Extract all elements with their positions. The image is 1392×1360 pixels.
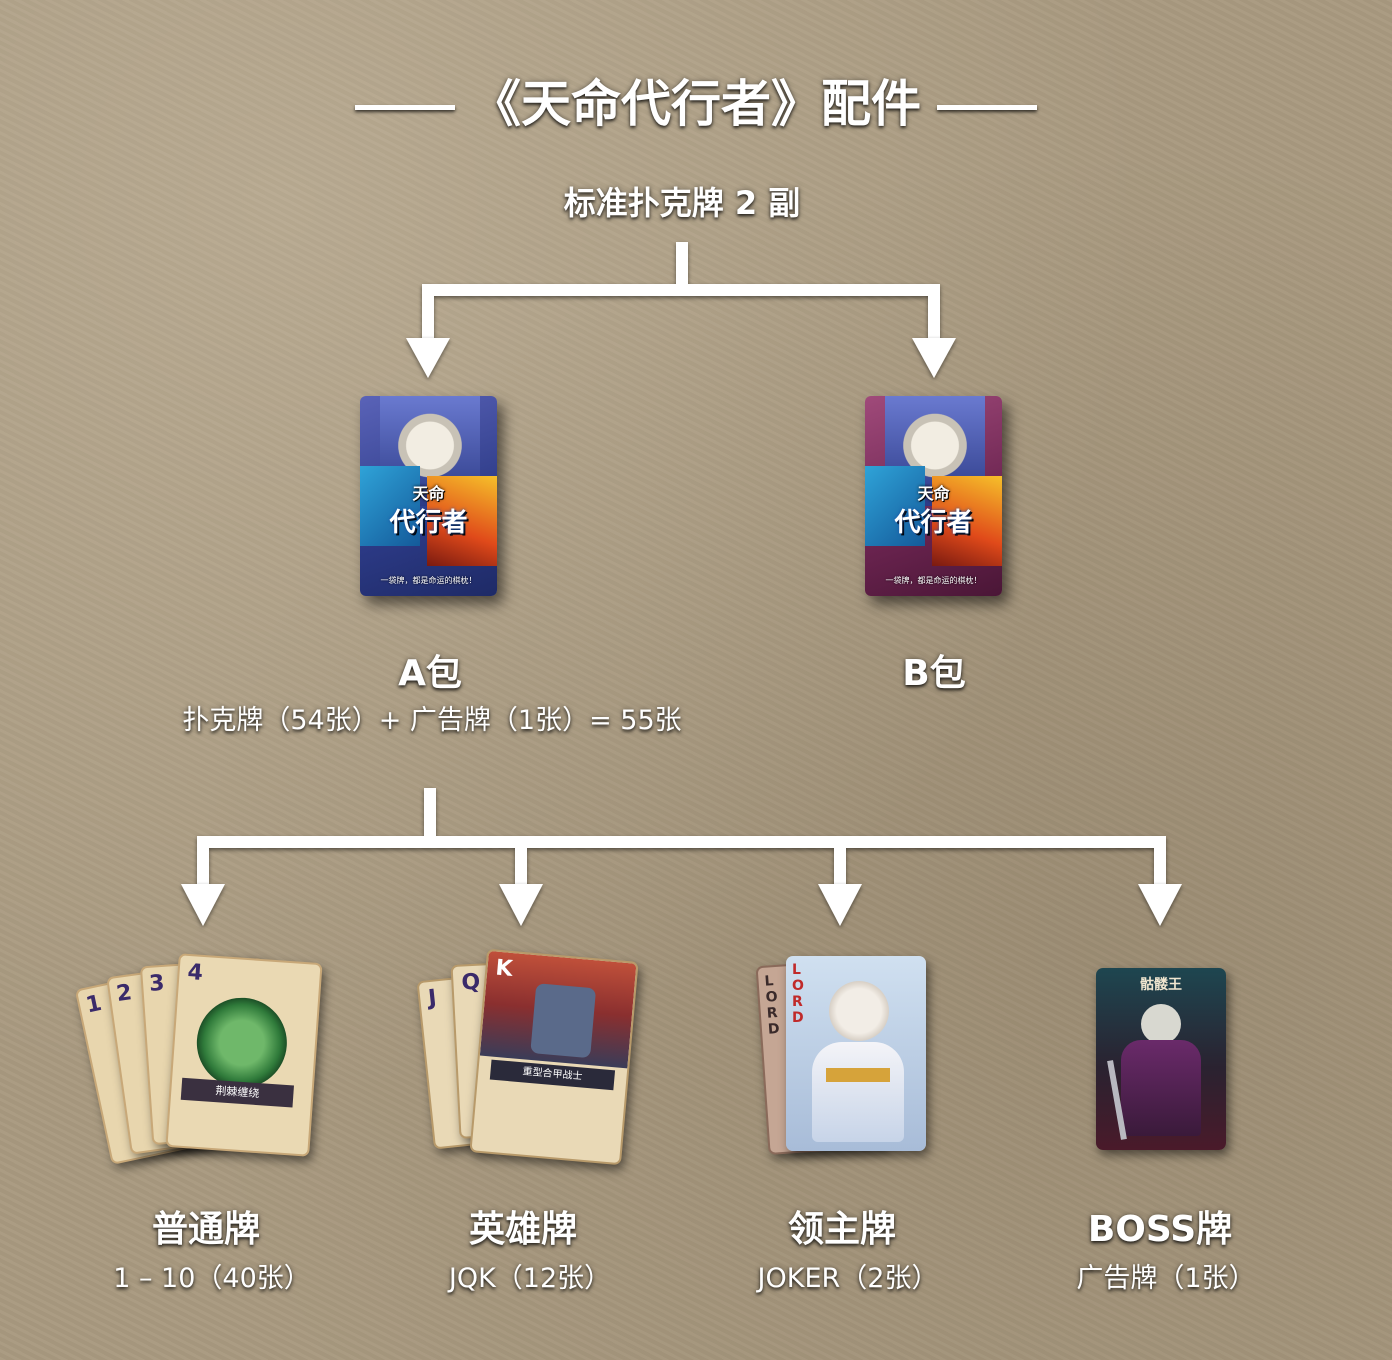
- sage-head-art: [824, 976, 894, 1046]
- deck-b-blue-flame: [865, 466, 925, 546]
- deck-a-fire-art: [427, 476, 497, 566]
- thorn-emblem-icon: [193, 994, 290, 1091]
- skull-icon: [1141, 1004, 1181, 1044]
- title-dash-left: [355, 105, 455, 110]
- lord-card-desc: JOKER（2张）: [757, 1263, 939, 1294]
- lord-card-label: 领主牌: [787, 1209, 897, 1250]
- normal-card-label: 普通牌: [151, 1209, 261, 1250]
- connector-bottom: [197, 788, 1166, 890]
- hero-card-desc: JQK（12张）: [448, 1263, 612, 1294]
- source-label: 标准扑克牌 2 副: [563, 184, 801, 222]
- arrow-icon: [912, 338, 956, 378]
- arrow-icon: [818, 884, 862, 926]
- boss-card-title: 骷髅王: [1140, 977, 1182, 993]
- arrow-icon: [1138, 884, 1182, 926]
- deck-b-logo-main: 代行者: [894, 508, 973, 538]
- deck-a-blue-flame: [360, 466, 420, 546]
- deck-a-logo-main: 代行者: [389, 508, 468, 538]
- normal-card-front: 4 荆棘缠绕: [165, 953, 323, 1157]
- pack-a-desc: 扑克牌（54张）+ 广告牌（1张）= 55张: [182, 705, 682, 736]
- card-rank: Q: [460, 969, 481, 996]
- card-rank: 1: [83, 990, 104, 1019]
- card-rank: 3: [148, 970, 166, 997]
- card-rank: LORD: [792, 962, 804, 1026]
- hero-card-label: 英雄牌: [468, 1209, 578, 1250]
- arrow-icon: [499, 884, 543, 926]
- arrow-icon: [406, 338, 450, 378]
- connector-top: [422, 242, 940, 345]
- lord-card-front: LORD: [786, 956, 926, 1151]
- card-rank: J: [427, 985, 438, 1012]
- card-rank: K: [494, 955, 514, 983]
- title-text: 《天命代行者》配件: [471, 75, 921, 133]
- deck-b-tagline: 一袋牌，都是命运的棋枕！: [885, 576, 982, 585]
- sage-robe-art: [812, 1042, 904, 1142]
- deck-b-fire-art: [932, 476, 1002, 566]
- card-rank: LORD: [764, 973, 781, 1038]
- arrow-icon: [181, 884, 225, 926]
- skeleton-king-art: [1121, 1040, 1201, 1136]
- deck-b-box: 天命 代行者 一袋牌，都是命运的棋枕！: [865, 396, 1002, 596]
- boss-card-label: BOSS牌: [1087, 1209, 1233, 1250]
- card-rank: 4: [186, 959, 204, 986]
- pack-a-label: A包: [398, 653, 462, 694]
- gold-belt-art: [826, 1068, 890, 1082]
- boss-card-desc: 广告牌（1张）: [1076, 1263, 1256, 1294]
- page-title: 《天命代行者》配件: [0, 64, 1392, 136]
- card-banner: 荆棘缠绕: [180, 1077, 294, 1108]
- title-dash-right: [937, 105, 1037, 110]
- boss-card: 骷髅王: [1096, 968, 1226, 1150]
- card-rank: 2: [114, 980, 134, 1008]
- deck-b-logo-top: 天命: [917, 484, 950, 503]
- deck-a-logo-top: 天命: [412, 484, 445, 503]
- deck-a-tagline: 一袋牌，都是命运的棋枕！: [380, 576, 477, 585]
- shield-icon: [530, 983, 597, 1059]
- pack-b-label: B包: [902, 653, 966, 694]
- hero-card-k: K 重型合甲战士: [469, 948, 639, 1166]
- deck-a-box: 天命 代行者 一袋牌，都是命运的棋枕！: [360, 396, 497, 596]
- normal-card-desc: 1 – 10（40张）: [113, 1263, 311, 1294]
